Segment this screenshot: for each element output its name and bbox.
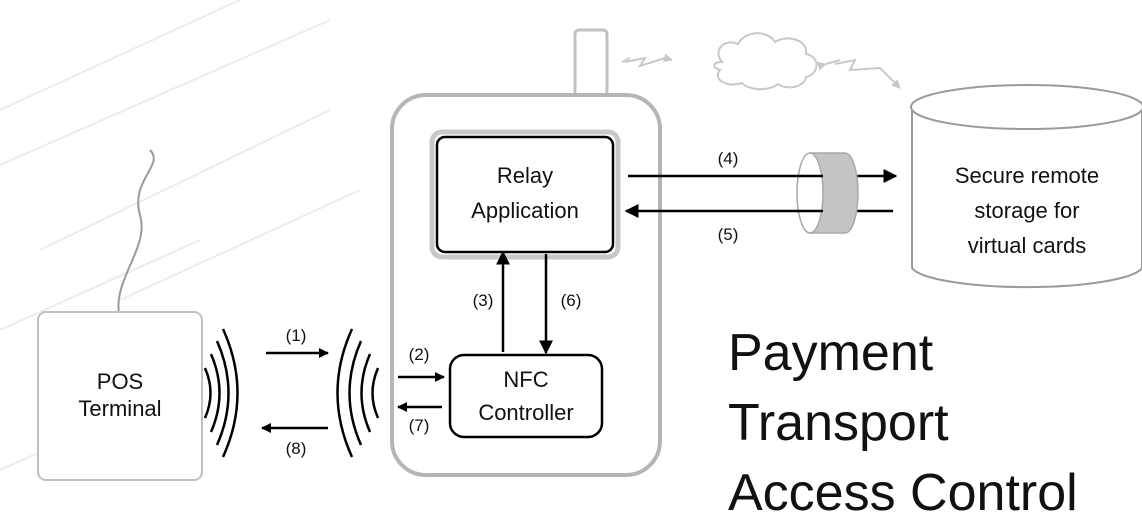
relay-application-label-line2: Application (471, 198, 579, 223)
secure-remote-storage: Secure remote storage for virtual cards (910, 84, 1142, 289)
step-label-2: (2) (409, 345, 430, 364)
use-case-payment: Payment (728, 324, 934, 382)
secure-channel-tunnel (796, 152, 859, 234)
use-case-access-control: Access Control (728, 464, 1078, 522)
nfc-controller-label-line1: NFC (503, 367, 548, 392)
pos-terminal-label-line2: Terminal (78, 396, 161, 421)
step-label-7: (7) (409, 416, 430, 435)
relay-application: Relay Application (429, 129, 621, 260)
nfc-controller: NFC Controller (448, 353, 604, 439)
step-label-5: (5) (718, 225, 739, 244)
cloud-icon (713, 32, 818, 91)
phone-antenna (573, 28, 609, 98)
pos-radio-waves (203, 328, 239, 458)
pos-terminal: POS Terminal (37, 311, 203, 481)
nfc-controller-label-line2: Controller (478, 400, 573, 425)
relay-application-label-line1: Relay (497, 163, 553, 188)
step-label-1: (1) (286, 326, 307, 345)
network-connection (621, 32, 901, 91)
step-label-6: (6) (561, 291, 582, 310)
step-label-3: (3) (473, 291, 494, 310)
pos-terminal-cable (117, 149, 155, 321)
storage-label-line1: Secure remote (955, 163, 1099, 188)
storage-label-line3: virtual cards (968, 233, 1087, 258)
storage-label-line2: storage for (974, 198, 1079, 223)
step-label-4: (4) (718, 149, 739, 168)
phone-radio-waves (336, 328, 380, 458)
use-case-transport: Transport (728, 394, 949, 452)
step-label-8: (8) (286, 439, 307, 458)
pos-terminal-label-line1: POS (97, 369, 143, 394)
